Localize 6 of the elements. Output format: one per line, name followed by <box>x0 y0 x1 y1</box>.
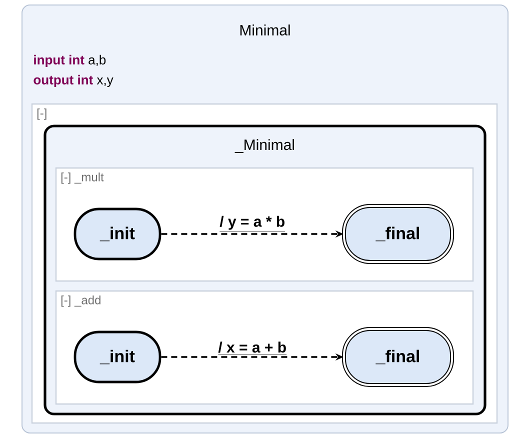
initial-state: _init <box>74 330 162 384</box>
edge-label: / x = a + b <box>218 342 287 354</box>
edge-label: / y = a * b <box>219 216 286 232</box>
initial-state: _init <box>74 208 162 260</box>
final-state: _final <box>342 327 454 387</box>
final-state: _final <box>342 204 454 264</box>
